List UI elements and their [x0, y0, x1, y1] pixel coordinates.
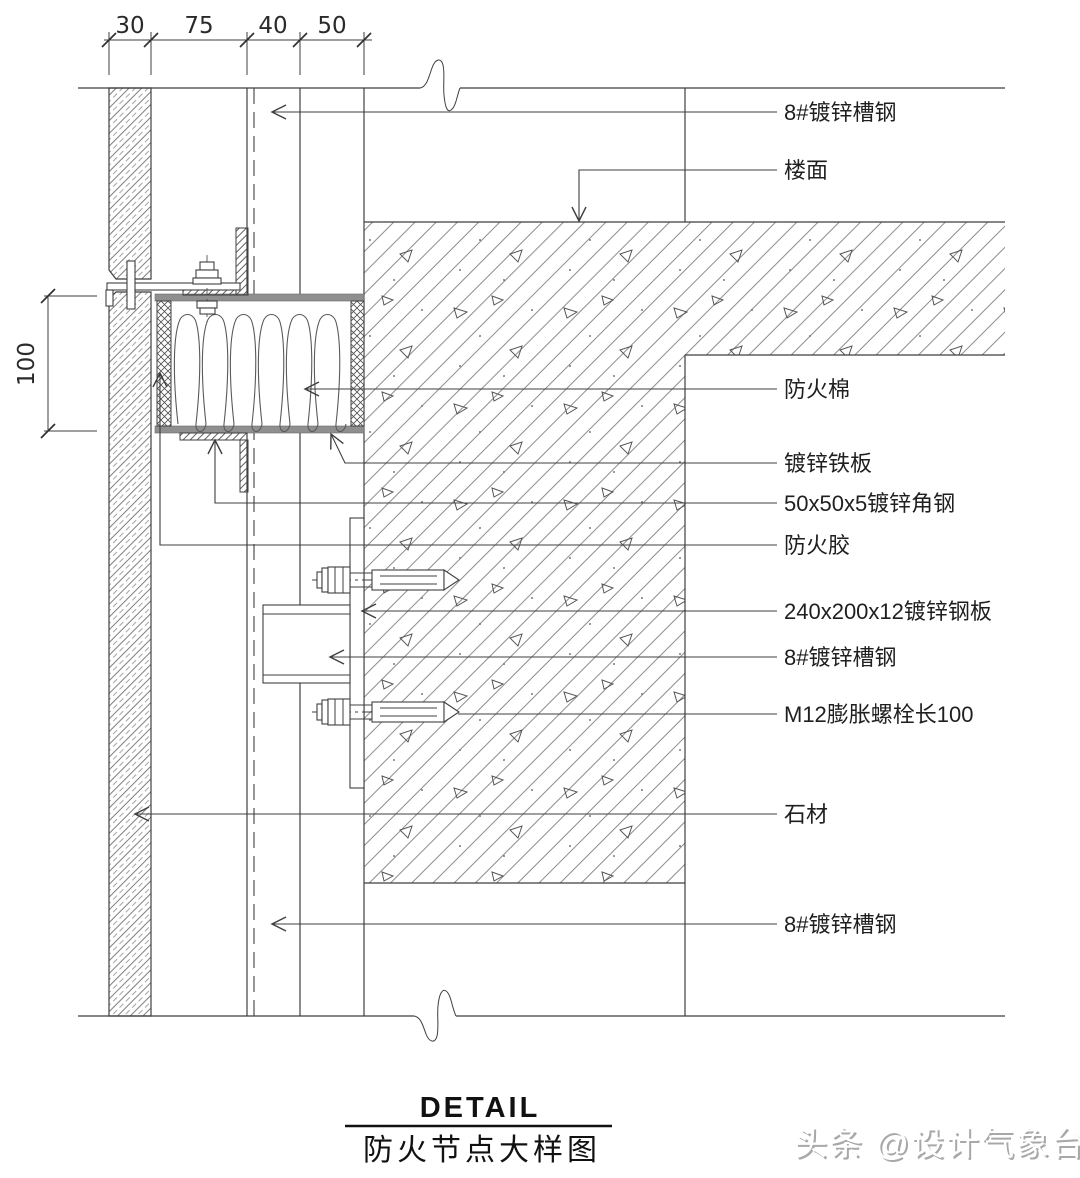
watermark: 头条 @设计气象台 头条 @设计气象台 — [794, 1125, 1080, 1164]
callout-bolt: M12膨胀螺栓长100 — [784, 702, 974, 727]
callout-stone: 石材 — [784, 802, 828, 827]
watermark-text: 头条 @设计气象台 — [794, 1125, 1080, 1162]
title-detail: DETAIL — [420, 1092, 541, 1124]
sheet-edge-left — [156, 300, 172, 427]
stone-anchor-bracket — [105, 260, 241, 310]
dim-top-40: 40 — [258, 13, 287, 39]
curtainwall-vertical-lines — [246, 88, 365, 1016]
bottom-border-line — [78, 989, 1005, 1042]
title-chinese: 防火节点大样图 — [363, 1134, 601, 1167]
callout-angle: 50x50x5镀锌角钢 — [784, 491, 955, 516]
callout-channel-bottom: 8#镀锌槽钢 — [784, 912, 896, 937]
callout-plate: 240x200x12镀锌钢板 — [784, 599, 992, 624]
callout-cotton: 防火棉 — [784, 377, 850, 402]
stone-anchor-pin — [126, 260, 136, 310]
dimension-left: 100 — [14, 288, 97, 439]
watermark-shadow: 头条 @设计气象台 — [796, 1127, 1080, 1164]
leader-angle — [207, 438, 777, 504]
concrete-floor-slab — [364, 221, 1005, 884]
expansion-bolt-lower — [312, 698, 462, 726]
leader-floor — [571, 169, 777, 223]
top-border-line — [78, 59, 1005, 112]
channel-steel-8 — [262, 604, 351, 684]
leader-sheet — [330, 432, 777, 464]
lower-angle-steel — [179, 432, 249, 493]
dim-top-75: 75 — [184, 13, 213, 39]
callout-sealant: 防火胶 — [784, 533, 850, 558]
expansion-bolt-upper — [312, 566, 462, 594]
callout-floor: 楼面 — [784, 158, 828, 183]
leader-sealant — [152, 371, 777, 546]
callout-channel-top: 8#镀锌槽钢 — [784, 100, 896, 125]
sheet-edge-right — [350, 300, 365, 427]
upper-anchor-bolt — [192, 255, 222, 322]
fireproof-cotton-squiggle — [173, 313, 347, 433]
callout-sheet: 镀锌铁板 — [784, 451, 872, 476]
callout-labels: 8#镀锌槽钢 楼面 防火棉 镀锌铁板 50x50x5镀锌角钢 防火胶 240x2… — [784, 100, 992, 937]
dimension-top: 30 75 40 50 — [101, 13, 372, 75]
callout-channel-mid: 8#镀锌槽钢 — [784, 645, 896, 670]
leader-lines — [133, 104, 777, 932]
stone-panel-lower — [108, 291, 152, 1017]
dim-left-100: 100 — [14, 342, 40, 386]
upper-angle-steel — [182, 227, 249, 296]
steel-plate-240x200 — [349, 517, 365, 789]
dim-top-30: 30 — [115, 13, 144, 39]
firestop-assembly — [153, 293, 365, 434]
title-block: DETAIL 防火节点大样图 — [345, 1092, 612, 1167]
stone-panel-upper — [108, 87, 152, 280]
dim-top-50: 50 — [317, 13, 346, 39]
galvanized-sheet-top — [154, 293, 365, 302]
